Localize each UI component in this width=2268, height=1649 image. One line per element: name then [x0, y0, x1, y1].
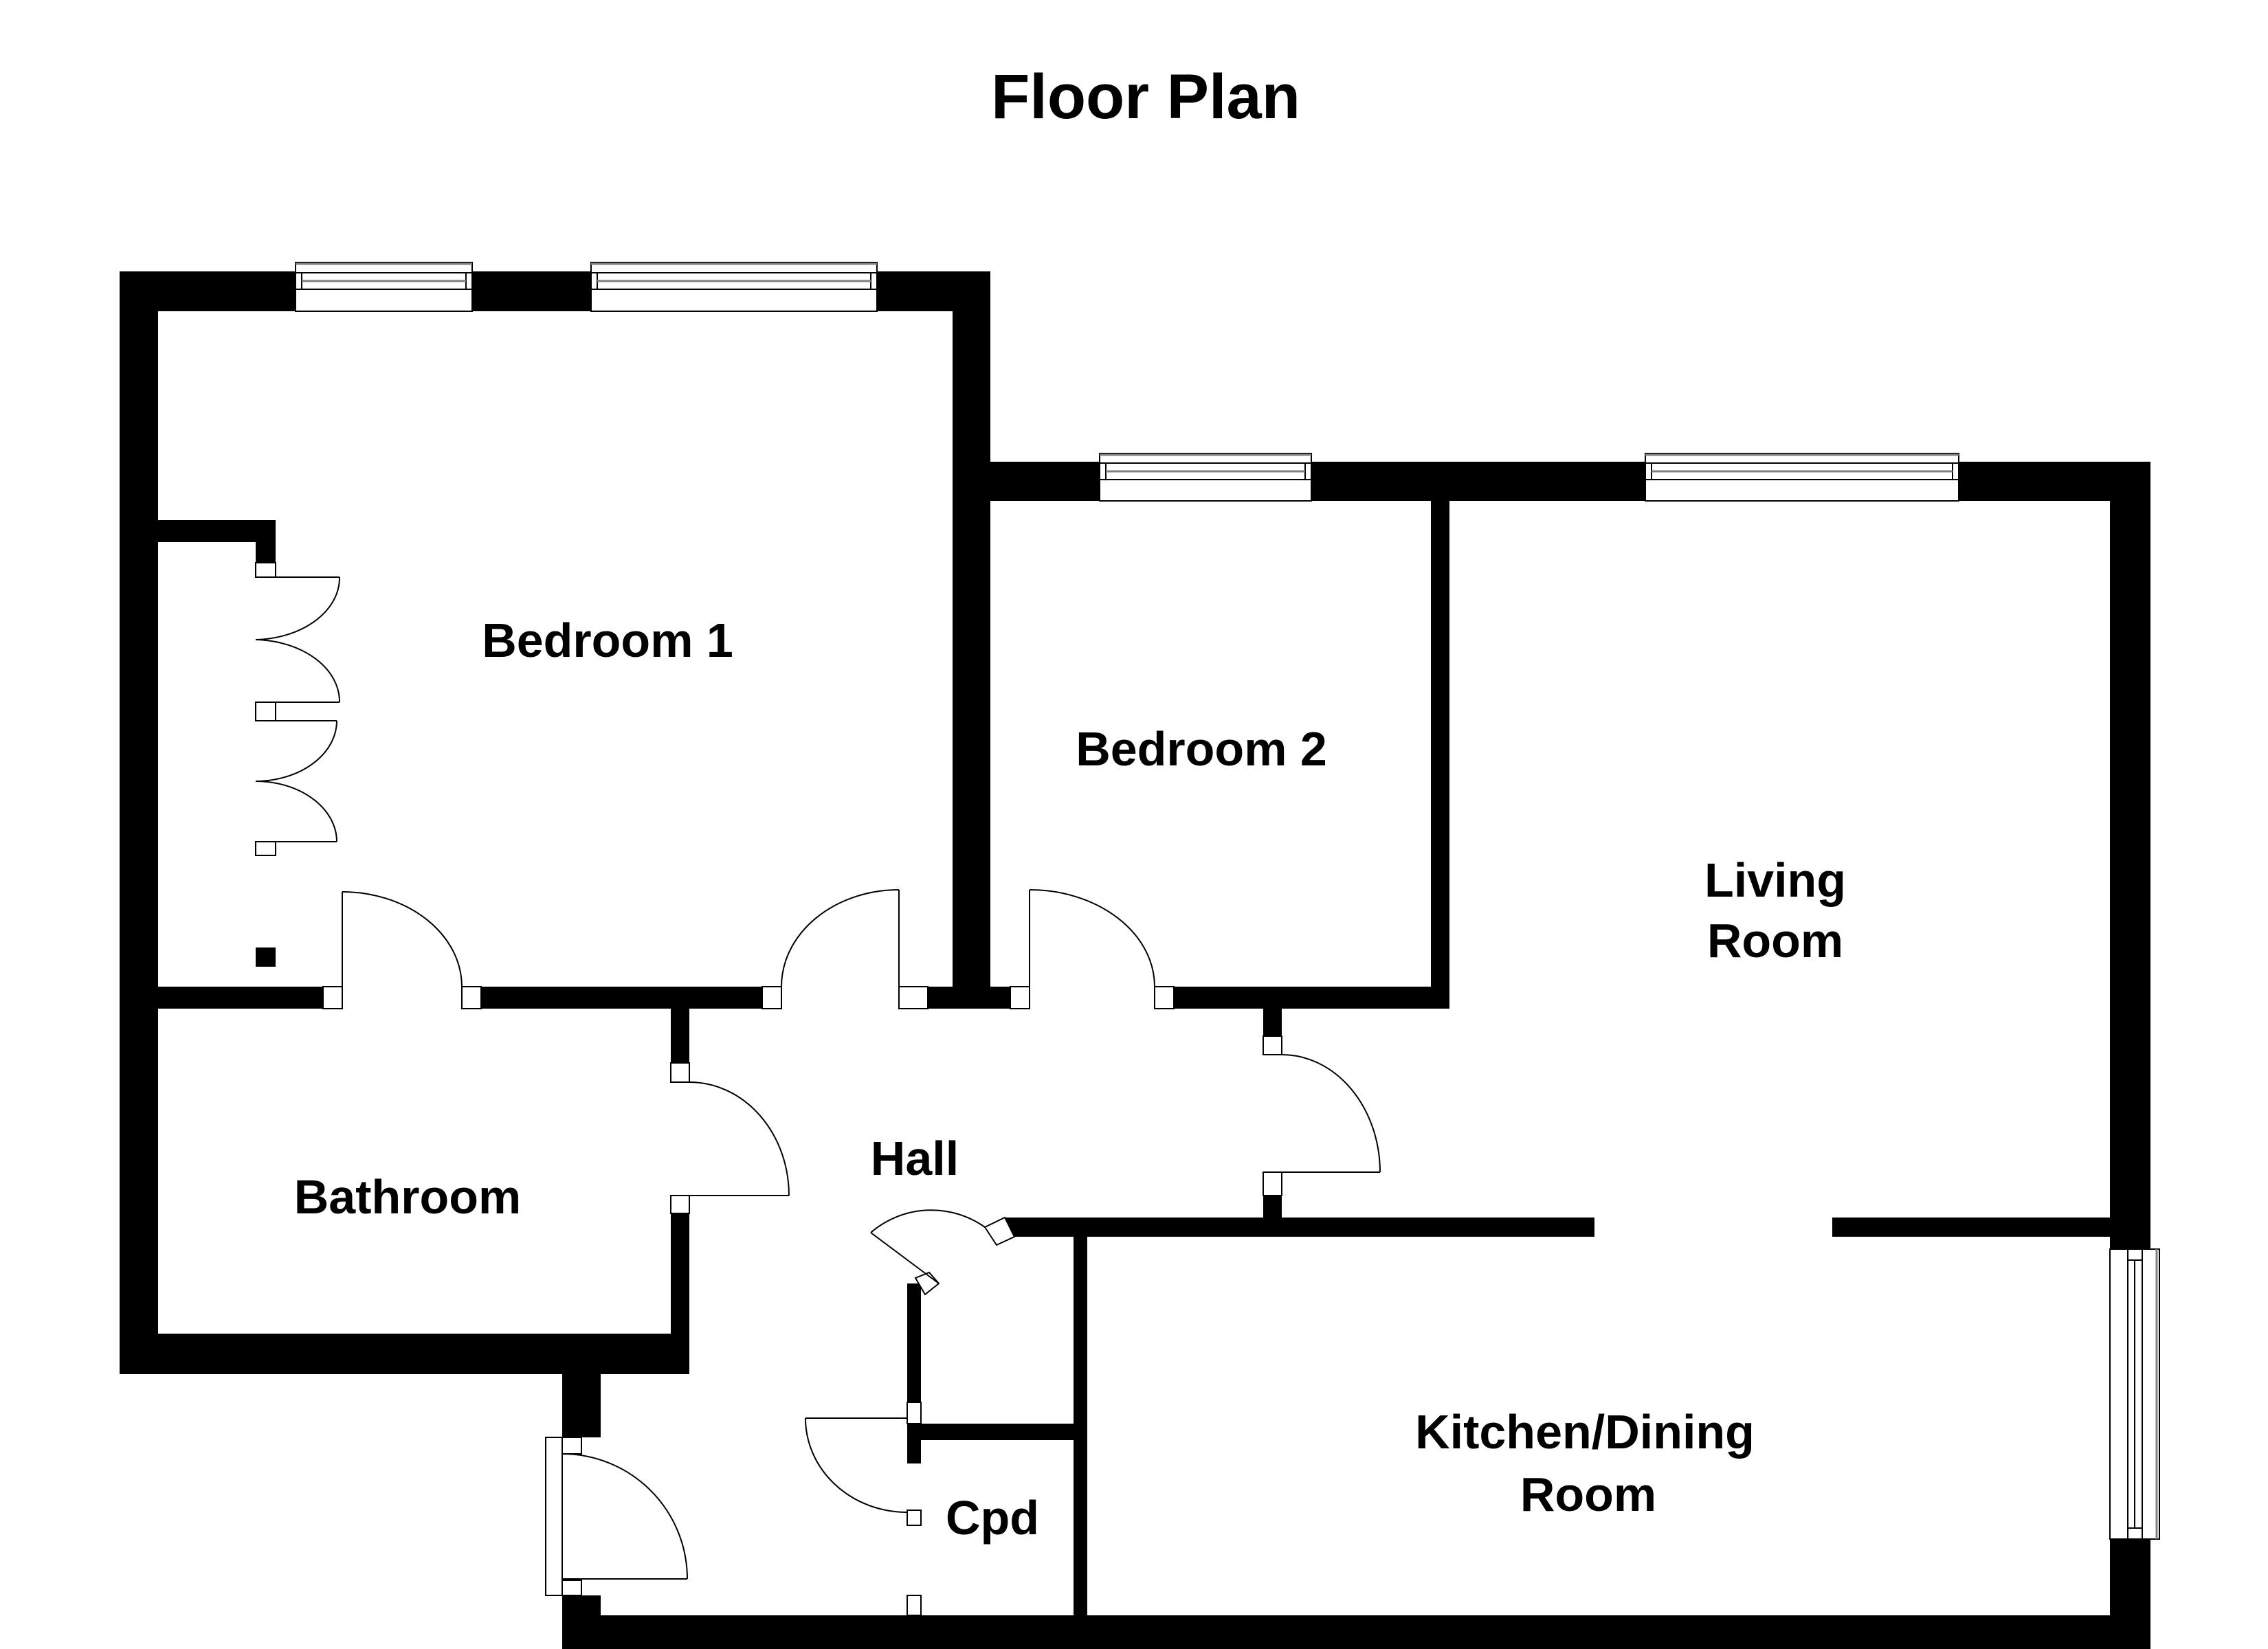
door-kitchen-angled[interactable] — [870, 1209, 1016, 1296]
door-front-entrance[interactable] — [562, 1437, 688, 1596]
room-label-bedroom-1: Bedroom 1 — [482, 614, 733, 667]
room-label-living-line2: Room — [1707, 914, 1843, 967]
door-bathroom[interactable] — [670, 1062, 790, 1214]
window-bedroom1-right — [590, 262, 878, 312]
page-title: Floor Plan — [991, 62, 1300, 132]
room-label-living-line1: Living — [1704, 853, 1846, 907]
door-bedroom1[interactable] — [761, 889, 929, 1009]
room-label-cpd: Cpd — [946, 1491, 1039, 1545]
room-label-kitchen-line2: Room — [1520, 1468, 1656, 1521]
front-door-frame — [545, 1437, 563, 1596]
wardrobe-doors — [255, 562, 341, 856]
door-cupboard[interactable] — [805, 1402, 922, 1616]
window-living-room — [1645, 453, 1959, 502]
room-label-bathroom: Bathroom — [294, 1170, 522, 1224]
door-living-room[interactable] — [1263, 1035, 1381, 1196]
window-bedroom2 — [1099, 453, 1312, 502]
room-label-hall: Hall — [871, 1132, 959, 1185]
room-label-bedroom-2: Bedroom 2 — [1076, 722, 1327, 776]
walls — [120, 271, 2150, 1649]
door-bedroom1-bath — [322, 891, 482, 1009]
window-kitchen — [2109, 1248, 2160, 1540]
door-bedroom2[interactable] — [1010, 889, 1175, 1009]
window-bedroom1-left — [295, 262, 473, 312]
room-label-kitchen-line1: Kitchen/Dining — [1415, 1405, 1755, 1459]
